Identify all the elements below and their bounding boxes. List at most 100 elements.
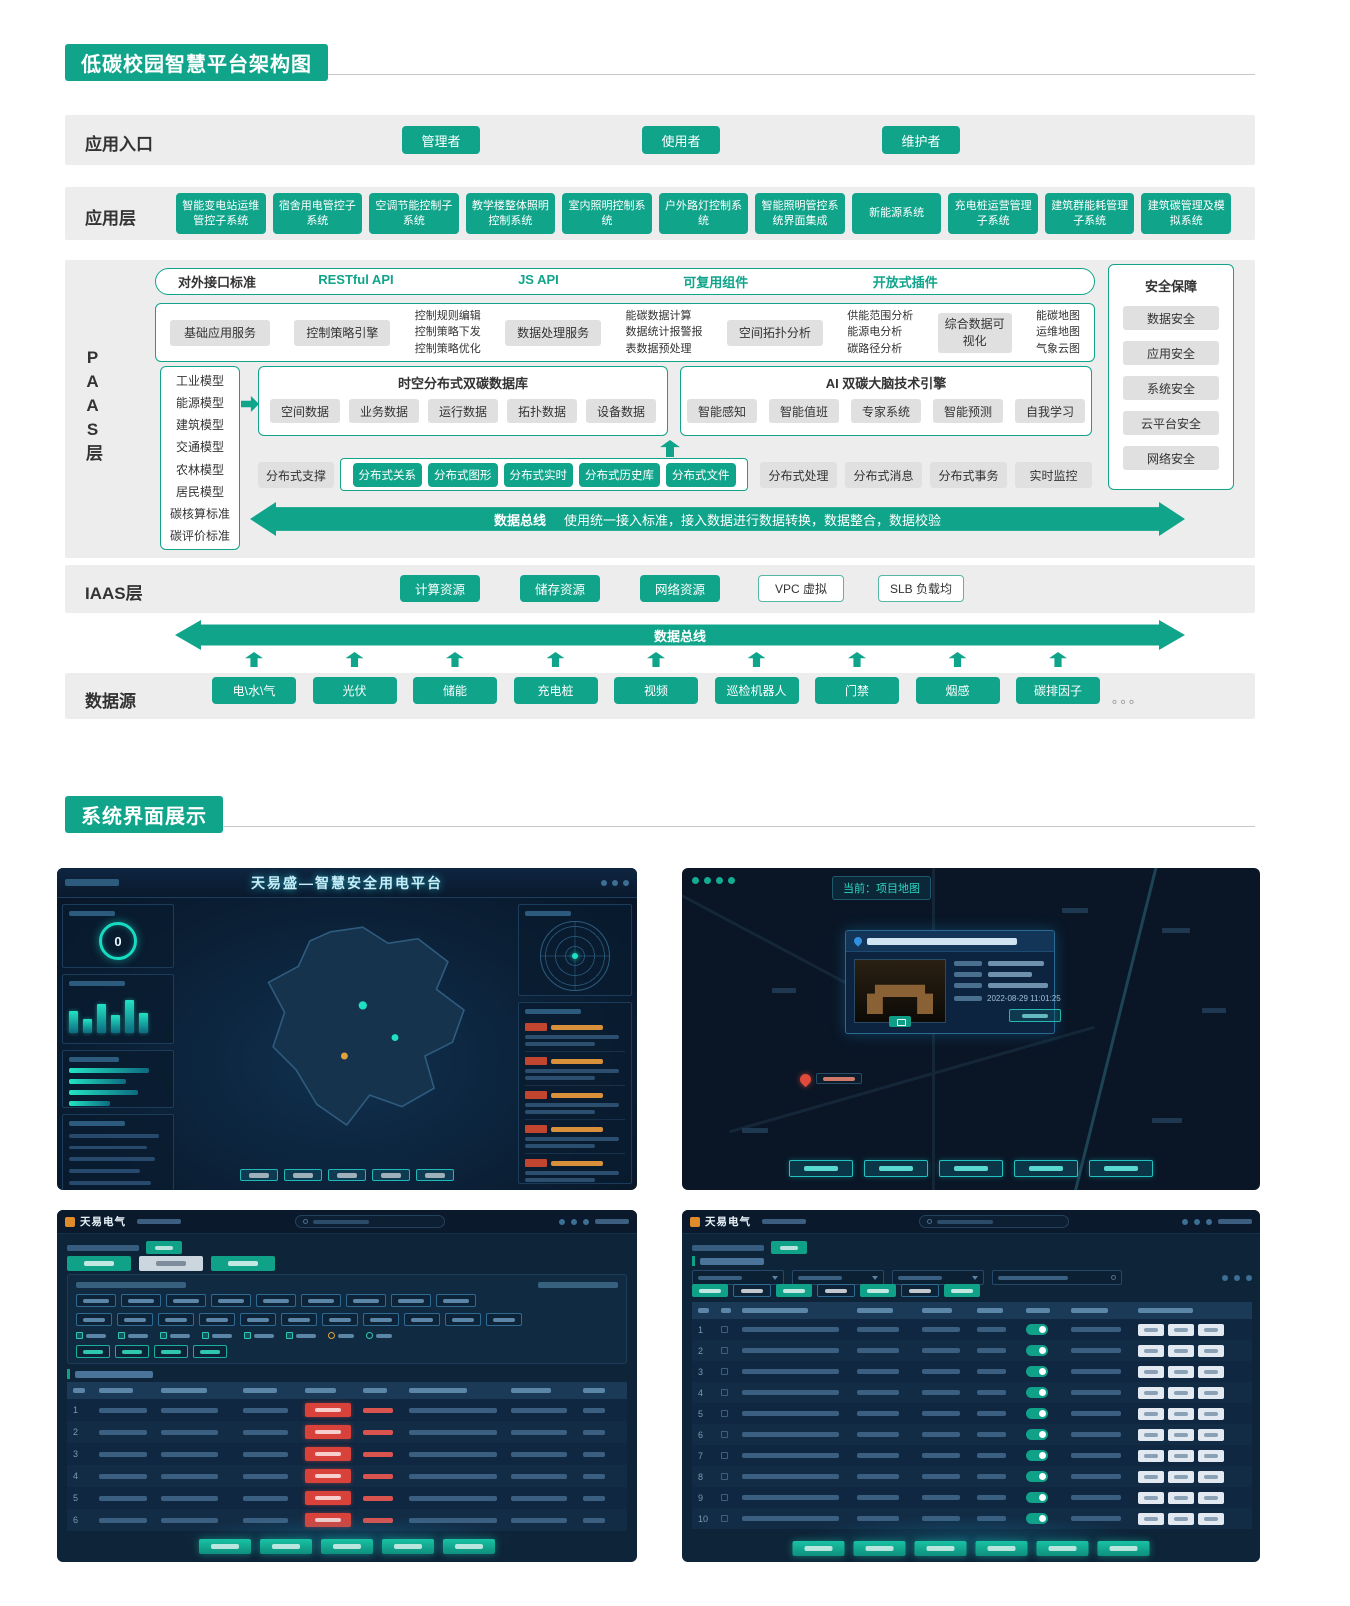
- map-action-button[interactable]: [789, 1160, 853, 1177]
- row-checkbox[interactable]: [721, 1431, 728, 1438]
- map-action-button[interactable]: [939, 1160, 1003, 1177]
- fullscreen-icon[interactable]: [559, 1218, 565, 1225]
- footer-button[interactable]: [328, 1169, 366, 1181]
- action-chip[interactable]: [901, 1284, 939, 1297]
- footer-button[interactable]: [1097, 1541, 1150, 1556]
- footer-button[interactable]: [199, 1539, 251, 1554]
- search-input[interactable]: [919, 1215, 1069, 1228]
- filter-radio-amber[interactable]: [328, 1332, 354, 1339]
- row-checkbox[interactable]: [721, 1473, 728, 1480]
- breadcrumb-action-chip[interactable]: [771, 1241, 807, 1254]
- filter-checkbox[interactable]: [76, 1332, 106, 1339]
- status-toggle[interactable]: [1026, 1492, 1048, 1503]
- filter-chip[interactable]: [436, 1294, 476, 1307]
- row-checkbox[interactable]: [721, 1389, 728, 1396]
- action-button[interactable]: [1198, 1449, 1224, 1462]
- filter-action-chip[interactable]: [193, 1345, 227, 1358]
- map-action-button[interactable]: [1014, 1160, 1078, 1177]
- filter-checkbox[interactable]: [160, 1332, 190, 1339]
- column-settings-icon[interactable]: [1234, 1274, 1240, 1281]
- filter-checkbox[interactable]: [118, 1332, 148, 1339]
- filter-chip[interactable]: [166, 1294, 206, 1307]
- footer-button[interactable]: [321, 1539, 373, 1554]
- footer-button[interactable]: [284, 1169, 322, 1181]
- filter-chip[interactable]: [199, 1313, 235, 1326]
- camera-button[interactable]: [889, 1016, 911, 1027]
- user-icon[interactable]: [623, 879, 629, 886]
- status-toggle[interactable]: [1026, 1450, 1048, 1461]
- filter-select[interactable]: [792, 1270, 884, 1285]
- footer-button[interactable]: [382, 1539, 434, 1554]
- footer-button[interactable]: [260, 1539, 312, 1554]
- status-toggle[interactable]: [1026, 1345, 1048, 1356]
- action-button[interactable]: [1138, 1449, 1164, 1462]
- action-button[interactable]: [1138, 1407, 1164, 1420]
- filter-chip[interactable]: [281, 1313, 317, 1326]
- filter-checkbox[interactable]: [202, 1332, 232, 1339]
- action-button[interactable]: [1168, 1491, 1194, 1504]
- action-button[interactable]: [1168, 1365, 1194, 1378]
- filter-chip[interactable]: [256, 1294, 296, 1307]
- action-button[interactable]: [1198, 1386, 1224, 1399]
- action-button[interactable]: [1198, 1407, 1224, 1420]
- filter-chip[interactable]: [117, 1313, 153, 1326]
- settings-icon[interactable]: [1206, 1218, 1212, 1225]
- action-button[interactable]: [1168, 1449, 1194, 1462]
- footer-button[interactable]: [240, 1169, 278, 1181]
- filter-chip[interactable]: [76, 1294, 116, 1307]
- action-button[interactable]: [1138, 1323, 1164, 1336]
- status-toggle[interactable]: [1026, 1324, 1048, 1335]
- action-button[interactable]: [1138, 1428, 1164, 1441]
- footer-button[interactable]: [914, 1541, 967, 1556]
- row-checkbox[interactable]: [721, 1347, 728, 1354]
- filter-chip[interactable]: [121, 1294, 161, 1307]
- bell-icon[interactable]: [571, 1218, 577, 1225]
- status-toggle[interactable]: [1026, 1366, 1048, 1377]
- row-checkbox[interactable]: [721, 1494, 728, 1501]
- action-button[interactable]: [1198, 1344, 1224, 1357]
- action-chip[interactable]: [817, 1284, 855, 1297]
- filter-chip[interactable]: [211, 1294, 251, 1307]
- filter-chip[interactable]: [404, 1313, 440, 1326]
- filter-chip[interactable]: [240, 1313, 276, 1326]
- filter-checkbox[interactable]: [244, 1332, 274, 1339]
- breadcrumb-action-chip[interactable]: [146, 1241, 182, 1254]
- filter-chip[interactable]: [391, 1294, 431, 1307]
- window-dot[interactable]: [728, 877, 735, 884]
- action-button[interactable]: [1138, 1512, 1164, 1525]
- footer-button[interactable]: [853, 1541, 906, 1556]
- footer-button[interactable]: [792, 1541, 845, 1556]
- footer-button[interactable]: [372, 1169, 410, 1181]
- action-button[interactable]: [1198, 1470, 1224, 1483]
- row-checkbox[interactable]: [721, 1368, 728, 1375]
- row-checkbox[interactable]: [721, 1410, 728, 1417]
- detail-button[interactable]: [1008, 1009, 1061, 1022]
- action-chip[interactable]: [860, 1284, 896, 1297]
- filter-action-chip[interactable]: [76, 1345, 110, 1358]
- fullscreen-icon[interactable]: [601, 879, 607, 886]
- action-button[interactable]: [1198, 1323, 1224, 1336]
- action-button[interactable]: [1168, 1470, 1194, 1483]
- action-button[interactable]: [1138, 1470, 1164, 1483]
- tab-3[interactable]: [211, 1256, 275, 1271]
- status-toggle[interactable]: [1026, 1429, 1048, 1440]
- footer-button[interactable]: [443, 1539, 495, 1554]
- action-chip[interactable]: [733, 1284, 771, 1297]
- status-toggle[interactable]: [1026, 1408, 1048, 1419]
- alarm-item[interactable]: [525, 1018, 625, 1052]
- action-chip[interactable]: [776, 1284, 812, 1297]
- action-chip[interactable]: [944, 1284, 980, 1297]
- action-button[interactable]: [1138, 1344, 1164, 1357]
- filter-chip[interactable]: [76, 1313, 112, 1326]
- filter-chip[interactable]: [158, 1313, 194, 1326]
- download-icon[interactable]: [1246, 1274, 1252, 1281]
- region-map[interactable]: [237, 918, 507, 1148]
- settings-icon[interactable]: [583, 1218, 589, 1225]
- status-toggle[interactable]: [1026, 1387, 1048, 1398]
- window-dot[interactable]: [704, 877, 711, 884]
- filter-action-chip[interactable]: [115, 1345, 149, 1358]
- action-button[interactable]: [1138, 1386, 1164, 1399]
- action-button[interactable]: [1168, 1512, 1194, 1525]
- window-dot[interactable]: [692, 877, 699, 884]
- filter-search-field[interactable]: [992, 1270, 1122, 1285]
